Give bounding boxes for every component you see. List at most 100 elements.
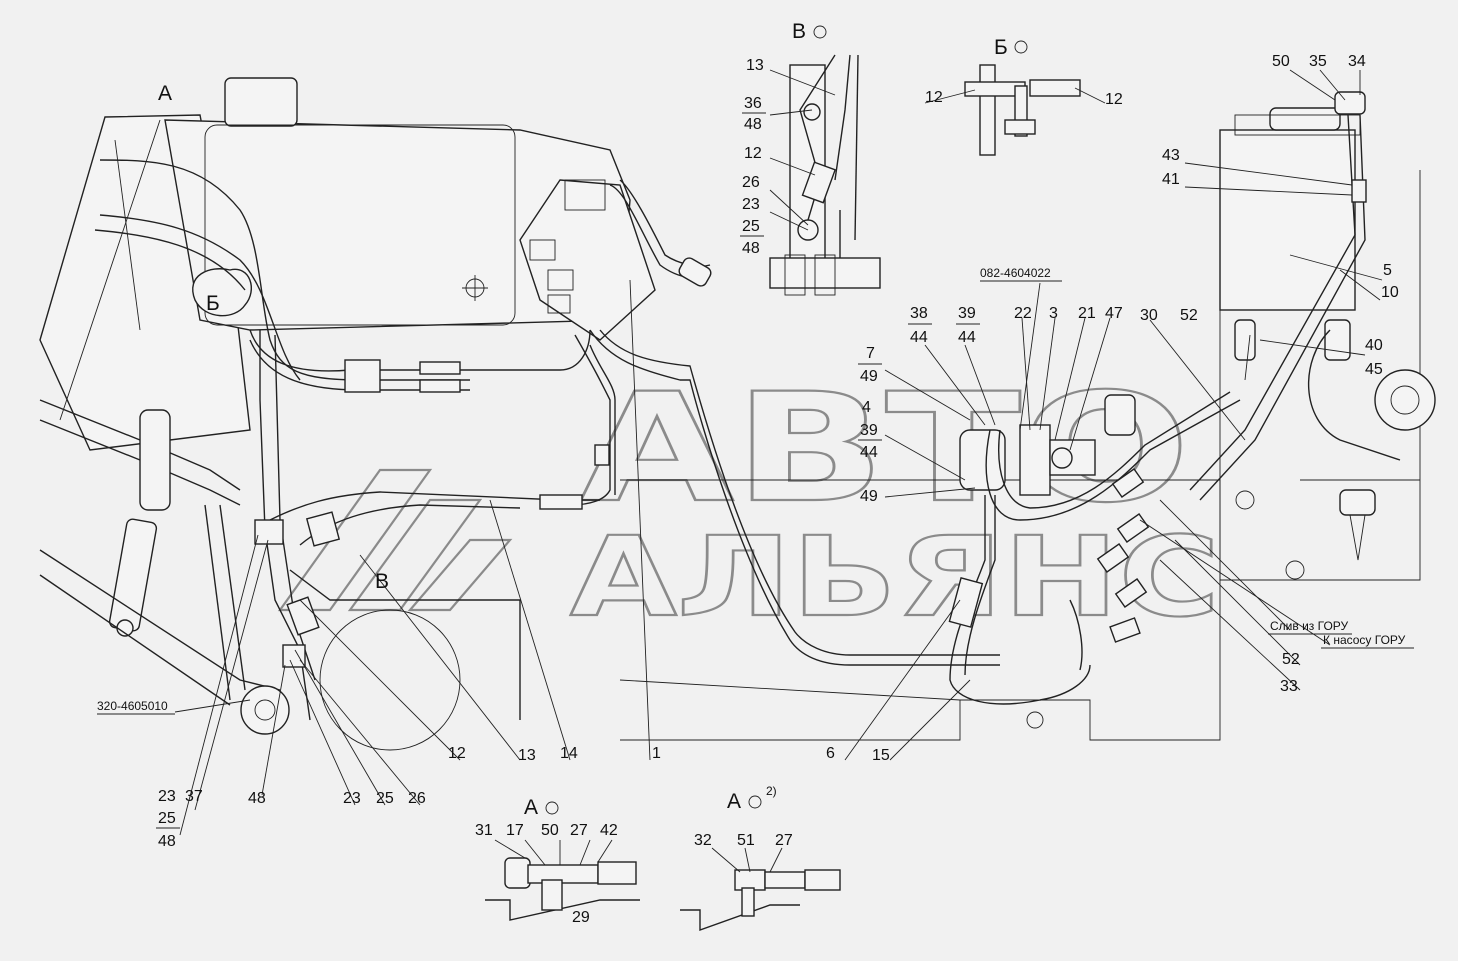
tank-bolt xyxy=(1351,179,1367,203)
hose-fitting xyxy=(419,379,461,393)
part-label: 44 xyxy=(958,329,976,346)
part-label: 26 xyxy=(408,790,426,807)
part-label: 38 xyxy=(910,305,928,322)
part-label: 51 xyxy=(737,832,755,849)
part-label: 47 xyxy=(1105,305,1123,322)
part-label: 48 xyxy=(744,116,762,133)
watermark-logo-stripe xyxy=(277,468,433,612)
main-assembly xyxy=(39,77,1436,836)
part-label: 31 xyxy=(475,822,493,839)
view-title-a2-note: 2) xyxy=(766,784,777,798)
bracket xyxy=(1104,394,1136,436)
part-label: 7 xyxy=(866,345,875,362)
part-label: 52 xyxy=(1282,651,1300,668)
rotation-icon xyxy=(545,801,559,815)
detail-v-base xyxy=(769,257,881,289)
hose-fitting xyxy=(948,577,984,628)
view-b-bubble xyxy=(192,268,253,317)
pump-section xyxy=(1019,424,1051,496)
annotation-to-pump: К насосу ГОРУ xyxy=(1323,633,1406,647)
part-label: 23 xyxy=(343,790,361,807)
part-label: 1 xyxy=(652,745,661,762)
oil-tank xyxy=(1219,129,1356,311)
detail-a2 xyxy=(680,847,841,931)
part-label: 12 xyxy=(925,89,943,106)
watermark: АВТО АЛЬЯНС xyxy=(277,361,1221,642)
part-label: 32 xyxy=(694,832,712,849)
fitting xyxy=(286,596,320,636)
rotation-icon xyxy=(813,25,827,39)
part-label: 49 xyxy=(860,488,878,505)
part-label: 25 xyxy=(158,810,176,827)
part-label: 6 xyxy=(826,745,835,762)
part-label: 39 xyxy=(860,422,878,439)
part-label: 23 xyxy=(742,196,760,213)
view-title-b-detail: Б xyxy=(994,36,1008,59)
tank-neck xyxy=(224,77,298,127)
valve-block xyxy=(519,179,656,341)
part-label: 4 xyxy=(862,399,871,416)
detail-b xyxy=(924,64,1106,156)
detail-b-fitting xyxy=(1029,79,1081,97)
part-label: 29 xyxy=(572,909,590,926)
fitting xyxy=(305,511,341,547)
part-label: 13 xyxy=(746,57,764,74)
part-label: 30 xyxy=(1140,307,1158,324)
detail-a xyxy=(485,839,640,921)
fitting xyxy=(282,644,306,668)
part-label: 12 xyxy=(744,145,762,162)
part-label: 48 xyxy=(742,240,760,257)
part-label: 37 xyxy=(185,788,203,805)
tee-fitting xyxy=(594,444,610,466)
part-label: 13 xyxy=(518,747,536,764)
view-title-v-detail: В xyxy=(792,20,806,43)
detail-v xyxy=(769,54,881,296)
part-label: 45 xyxy=(1365,361,1383,378)
part-label: 5 xyxy=(1383,262,1392,279)
part-label: 49 xyxy=(860,368,878,385)
part-label: 43 xyxy=(1162,147,1180,164)
watermark-line1: АВТО xyxy=(580,362,1190,536)
annotation-drain: Слив из ГОРУ xyxy=(1270,619,1349,633)
watermark-line2: АЛЬЯНС xyxy=(570,513,1220,641)
part-label: 26 xyxy=(742,174,760,191)
view-title-b-main: Б xyxy=(206,292,220,315)
part-label: 48 xyxy=(158,833,176,850)
view-title-v-main: В xyxy=(375,570,389,593)
part-label: 35 xyxy=(1309,53,1327,70)
part-label: 21 xyxy=(1078,305,1096,322)
cylinder xyxy=(108,518,158,632)
pivot xyxy=(240,685,290,735)
fitting xyxy=(254,519,284,545)
watermark-logo-stripe xyxy=(347,498,483,612)
hose-fitting xyxy=(539,494,583,510)
hose-end xyxy=(678,257,712,287)
part-label: 48 xyxy=(248,790,266,807)
pump-pulley xyxy=(1374,369,1436,431)
part-label: 14 xyxy=(560,745,578,762)
watermark-logo-stripe xyxy=(407,538,513,612)
part-label: 42 xyxy=(600,822,618,839)
part-label: 3 xyxy=(1049,305,1058,322)
part-label: 12 xyxy=(1105,91,1123,108)
view-titles: А Б В В Б А А 2) xyxy=(158,20,1028,819)
part-label: 33 xyxy=(1280,678,1298,695)
part-label: 10 xyxy=(1381,284,1399,301)
view-title-a-main: А xyxy=(158,82,172,105)
part-label: 41 xyxy=(1162,171,1180,188)
codes: 082-4604022 320-4605010 Слив из ГОРУ К н… xyxy=(97,266,1414,715)
part-label: 50 xyxy=(1272,53,1290,70)
rotation-icon xyxy=(748,795,762,809)
cylinder xyxy=(139,409,171,511)
part-code-082: 082-4604022 xyxy=(980,266,1051,280)
part-label: 22 xyxy=(1014,305,1032,322)
part-label: 25 xyxy=(376,790,394,807)
tank-cap xyxy=(1269,107,1341,131)
part-label: 25 xyxy=(742,218,760,235)
part-label: 23 xyxy=(158,788,176,805)
part-code-320: 320-4605010 xyxy=(97,699,168,713)
part-label: 12 xyxy=(448,745,466,762)
part-label: 40 xyxy=(1365,337,1383,354)
